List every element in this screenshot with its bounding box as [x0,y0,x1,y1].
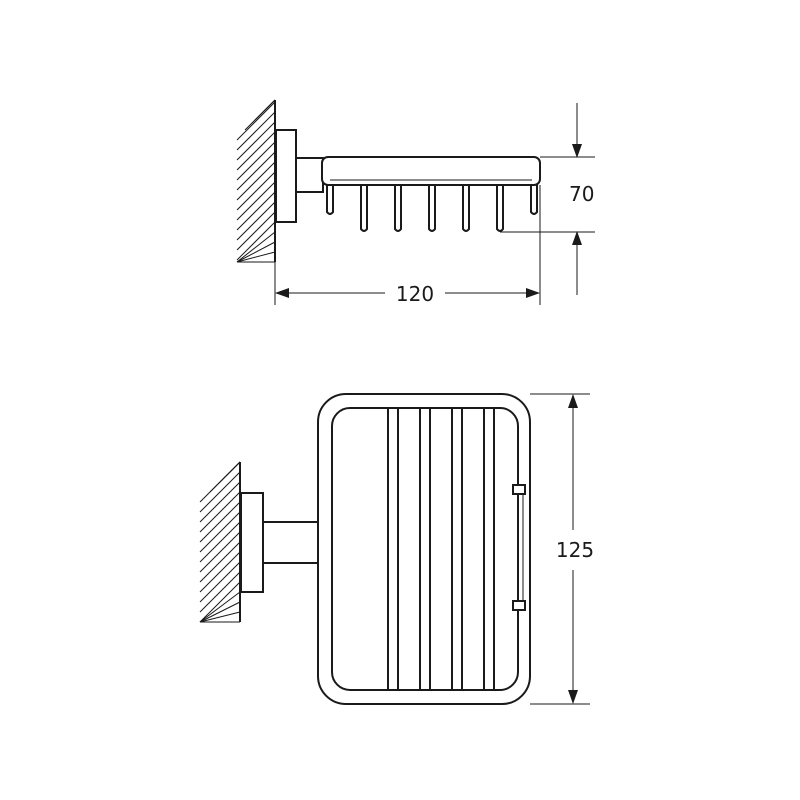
pin [496,182,504,232]
hatch-line [199,491,241,533]
hatch-line [236,121,276,161]
hatch-line [236,161,276,201]
basket-bar [419,407,431,691]
hatch-line [199,481,241,523]
pins [326,182,538,232]
hatch-line [236,201,276,241]
pin [394,182,402,232]
hatch-line [199,561,241,603]
pin [360,182,368,232]
hatch-line [199,551,241,593]
basket-bar [483,407,495,691]
basket-outer-frame [317,393,531,705]
hatch-line [199,531,241,573]
hatch-line [236,181,276,221]
pin [326,182,334,215]
basket-bars [387,407,495,691]
hatch-line [199,571,241,613]
hatch-line [236,101,276,141]
tray [321,156,541,186]
hatch-line [199,461,241,503]
width-dimension-label: 120 [396,282,434,306]
pin [462,182,470,232]
hatch-line [236,211,276,251]
hatch-line [199,601,241,623]
hatch-line [199,511,241,553]
wall-plate [275,129,297,223]
pin [428,182,436,232]
hatch-line [236,241,276,263]
hatch-line [236,221,276,261]
hatch-line [236,141,276,181]
support-arm [262,521,321,564]
hatch-line [244,99,276,131]
basket-bar [387,407,399,691]
hatch-line [236,231,276,263]
basket-bar [451,407,463,691]
hatch-line [199,541,241,583]
wall-plate [240,492,264,593]
hatch-line [199,501,241,543]
side-view: 70 120 [236,99,595,306]
pin [530,182,538,215]
wall-hatch-side [236,99,276,263]
hatch-line [199,521,241,563]
hatch-line [199,591,241,623]
hook [512,600,526,611]
hatch-line [236,191,276,231]
hatch-line [199,581,241,623]
hatch-line [236,171,276,211]
hatch-line [236,151,276,191]
hatch-line [236,131,276,171]
hatch-line [236,111,276,151]
wall-hatch-top [199,461,241,623]
hook [512,484,526,495]
hatch-line [236,251,276,263]
depth-dimension-label: 125 [556,538,594,562]
top-view: 125 [199,393,594,705]
height-dimension-label: 70 [569,182,594,206]
hatch-line [199,611,241,623]
support-arm [295,157,324,193]
hatch-line [199,471,241,513]
